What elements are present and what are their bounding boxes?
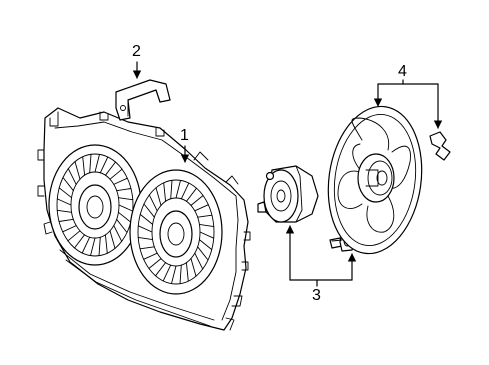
fan-spoke [198,239,213,251]
fan-spoke [62,177,74,192]
callout-2: 2 [132,43,142,79]
fan-spoke [194,204,209,212]
fan-spoke [197,214,213,218]
fan-spoke [155,187,162,206]
callout-1: 1 [180,127,190,163]
fan-spoke [117,197,134,201]
fan-spoke [143,252,158,260]
fan-spoke [190,258,197,277]
callout-4: 4 [373,63,443,129]
fan-spoke [109,230,116,249]
fan-shroud-assembly [37,107,251,331]
fan-spoke [58,187,73,199]
fan-spoke [198,223,215,228]
fan-spoke [162,264,172,282]
fan-spoke [137,236,154,241]
fan-spoke [67,168,77,185]
fan-spoke [171,265,177,285]
fan-spoke [56,198,72,206]
fan-spoke [82,156,86,176]
fan-spoke [199,231,215,239]
fan-spoke [139,213,154,225]
fan-motor [257,165,319,223]
fan-spoke [143,203,155,218]
fan-spoke [139,246,155,250]
fan-spoke [94,153,100,173]
fan-spoke [148,194,158,212]
fan-spoke [180,182,190,200]
callout-3: 3 [285,225,357,304]
fan-spoke [99,156,109,174]
fan-blade-assembly [327,105,423,255]
fan-spoke [148,258,162,269]
fan-spoke [185,262,189,282]
fan-spoke [116,218,128,233]
fan-spoke [116,188,132,192]
fan-spoke [113,177,128,185]
fan-spoke [109,168,123,180]
fan-spoke [155,262,167,277]
fan-spoke [185,187,197,202]
callout-3-label: 3 [312,287,321,304]
fan-spoke [197,246,209,261]
fan-spoke [118,204,134,212]
fan-spoke [67,230,81,242]
fan-spoke [81,236,91,254]
fan-spoke [190,195,204,206]
right-fan [129,169,223,295]
callout-4-label: 4 [398,63,407,80]
callout-2-label: 2 [132,43,141,60]
fan-spoke [163,182,167,202]
bracket [115,79,171,121]
callout-1-label: 1 [180,127,189,144]
fan-spoke [175,179,181,199]
fan-spoke [194,252,204,270]
fan-spoke [90,237,96,257]
fan-spoke [89,153,92,174]
fan-spoke [113,225,123,242]
fan-spoke [137,225,153,233]
fan-spoke [58,218,74,222]
retaining-clip [429,131,451,161]
fan-spoke [179,264,182,285]
fan-spoke [56,209,73,213]
fan-spoke [62,225,77,233]
fan-spoke [117,211,132,223]
fan-spoke [98,236,101,257]
fan-spoke [74,234,86,249]
fan-spoke [74,161,81,180]
fan-spoke [170,179,173,200]
fan-spoke [104,234,108,254]
left-fan [48,144,142,266]
fan-spoke [104,161,116,176]
